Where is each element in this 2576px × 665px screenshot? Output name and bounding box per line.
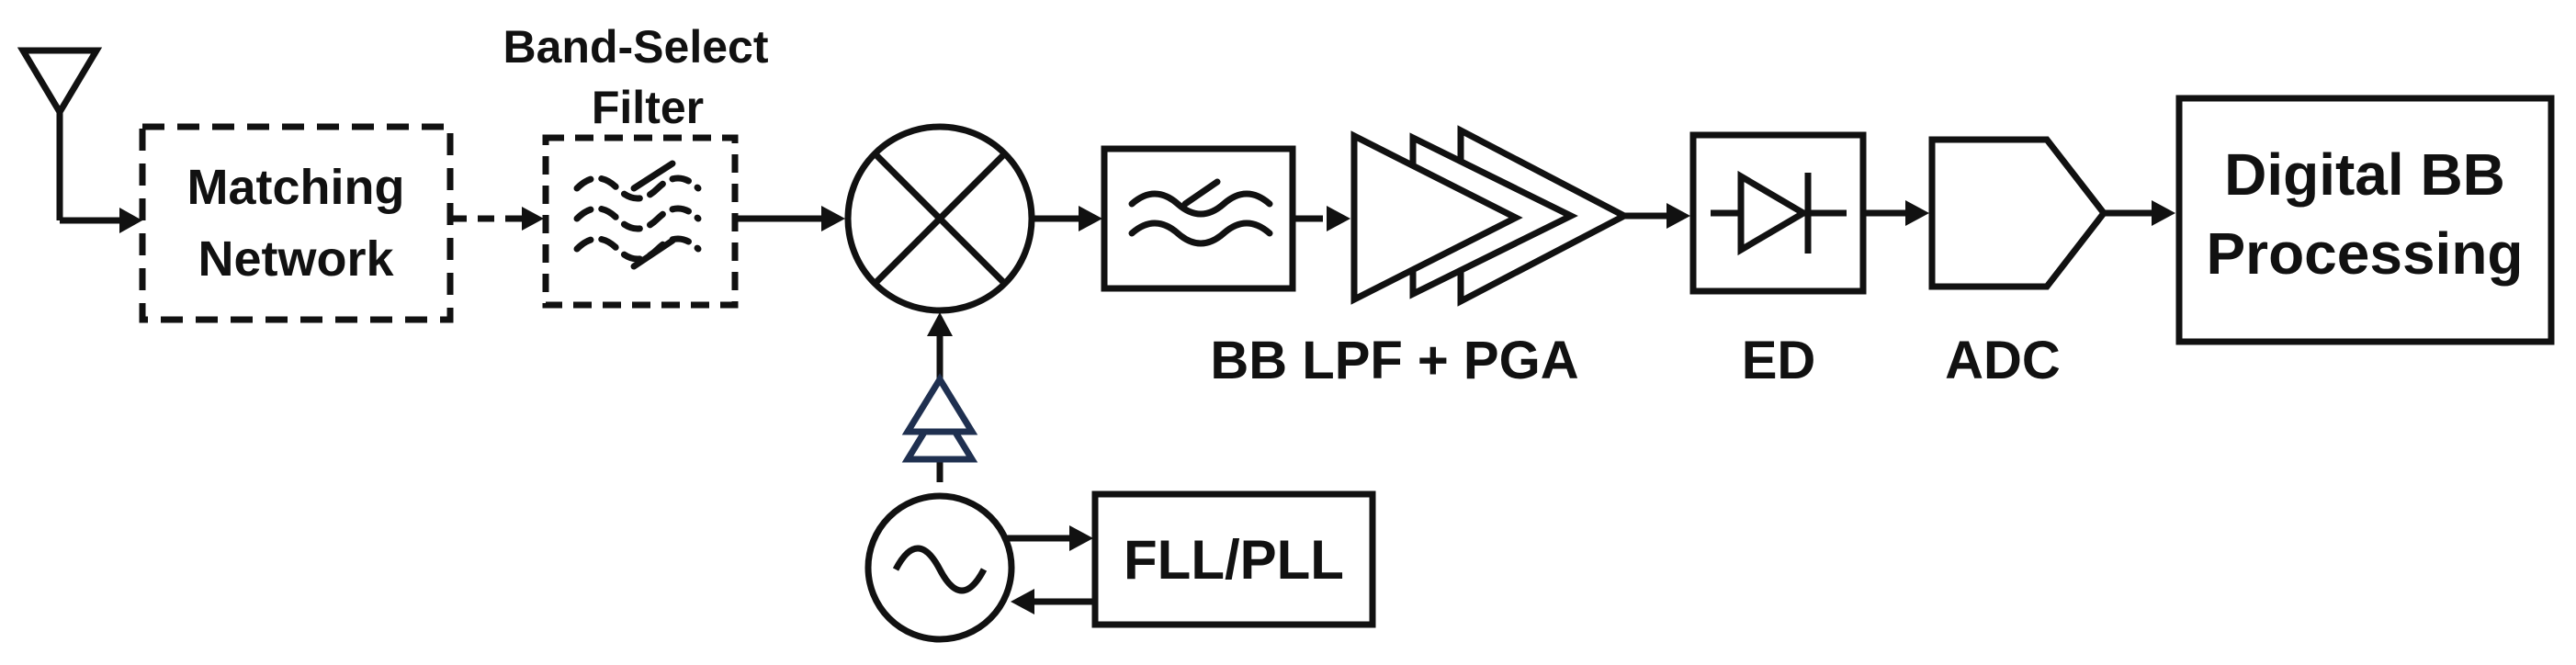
arrowhead [927, 312, 953, 336]
digital-bb-label-line1: Digital BB [2224, 141, 2505, 208]
fll-pll-block: FLL/PLL [1091, 490, 1376, 628]
oscillator-icon [864, 492, 1015, 643]
adc-label: ADC [1945, 331, 2061, 390]
bb-lpf-pga-label: BB LPF + PGA [1210, 331, 1578, 390]
band-select-filter-label-line2: Filter [592, 82, 704, 133]
antenna-icon [17, 47, 124, 224]
matching-network-label-line2: Network [198, 231, 394, 287]
arrowhead [1666, 203, 1690, 229]
lo-buffer-icon [901, 373, 978, 463]
diode-icon [1711, 170, 1847, 256]
digital-bb-label-line2: Processing [2206, 220, 2523, 287]
fll-pll-label: FLL/PLL [1124, 529, 1344, 591]
envelope-detector-block [1689, 131, 1867, 295]
mixer-icon [844, 123, 1035, 314]
band-select-filter-block: Band-Select Filter [503, 21, 769, 309]
digital-bb-processing-block: Digital BB Processing [2175, 95, 2555, 345]
arrowhead [1011, 589, 1034, 614]
lowpass-filter-icon [1128, 178, 1273, 247]
bb-lpf-block [1101, 145, 1296, 292]
arrowhead [522, 207, 544, 231]
matching-network-block: Matching Network [139, 123, 454, 323]
filter-icon [573, 160, 702, 270]
arrowhead [1905, 200, 1929, 226]
arrowhead [1069, 525, 1093, 551]
adc-block [1928, 136, 2108, 290]
arrowhead [119, 208, 142, 233]
arrowhead [2152, 200, 2175, 226]
arrowhead [821, 206, 845, 231]
arrowhead [1079, 206, 1102, 231]
amplifier-icon [1350, 125, 1632, 307]
arrowhead [1327, 206, 1350, 231]
ed-label: ED [1742, 331, 1816, 390]
matching-network-label-line1: Matching [187, 160, 405, 215]
band-select-filter-label-line1: Band-Select [503, 21, 769, 73]
